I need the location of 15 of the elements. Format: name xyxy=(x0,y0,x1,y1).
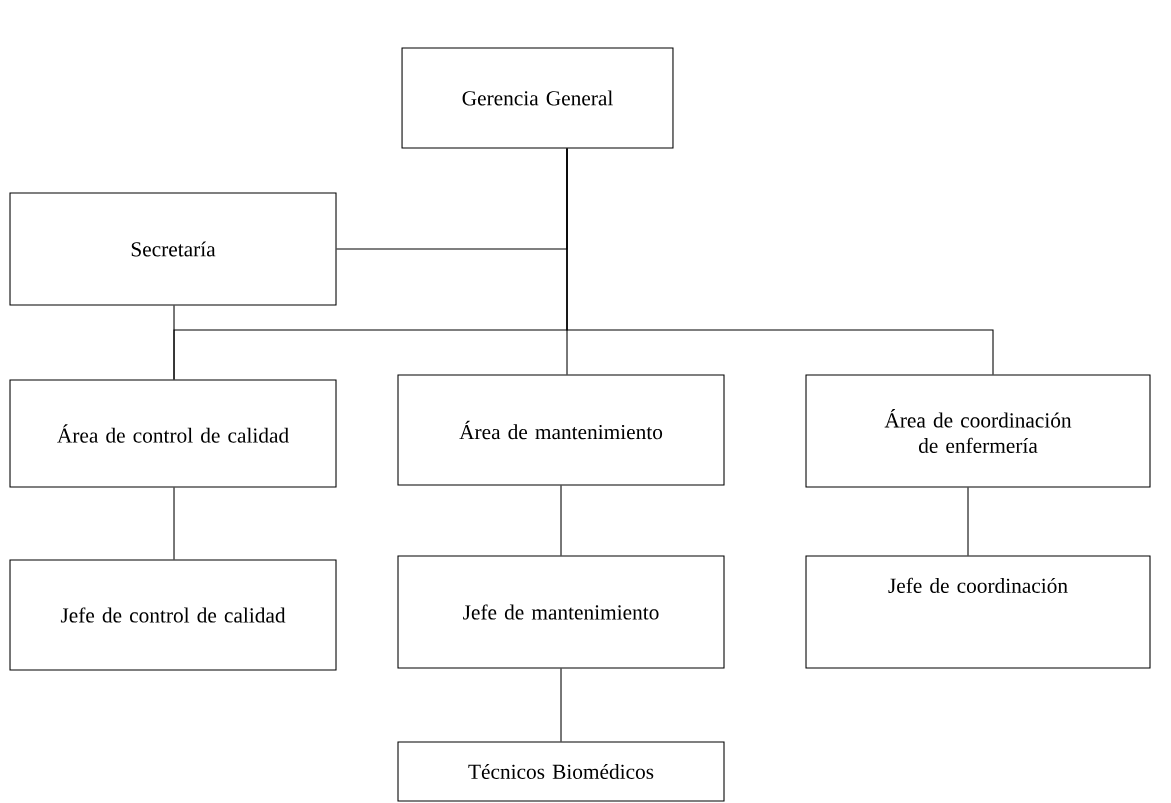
org-box: Secretaría xyxy=(9,192,337,306)
connector-line xyxy=(560,485,562,556)
connector-line xyxy=(560,668,562,743)
org-box: Jefe de mantenimiento xyxy=(397,555,725,669)
org-box: Jefe de control de calidad xyxy=(9,559,337,671)
connector-line xyxy=(566,148,994,375)
org-box: Área de coordinación de enfermería xyxy=(805,374,1151,488)
connector-line xyxy=(173,486,175,560)
connector-line xyxy=(967,487,969,556)
org-box: Área de control de calidad xyxy=(9,379,337,488)
org-box: Gerencia General xyxy=(401,47,674,149)
org-box: Jefe de coordinación xyxy=(805,555,1151,669)
connector-line xyxy=(173,305,175,381)
org-box: Área de mantenimiento xyxy=(397,374,725,486)
org-box: Técnicos Biomédicos xyxy=(397,741,725,802)
